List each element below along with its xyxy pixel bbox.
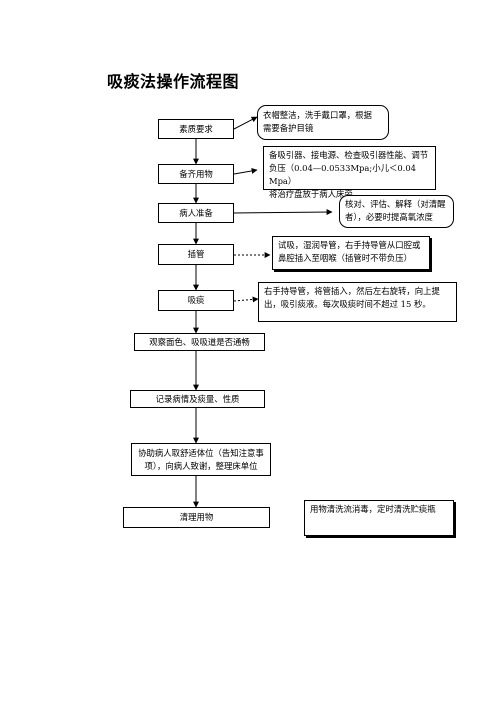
note-line-2: 负压（0.04—0.0533Mpa;小儿＜0.04 Mpa）	[269, 163, 416, 186]
side-arrow-5	[233, 296, 259, 303]
page-title: 吸痰法操作流程图	[107, 72, 240, 91]
note-line-2: 鼻腔插入至咽喉（插管时不带负压）	[278, 253, 412, 263]
step-record: 记录病情及痰量、性质	[130, 390, 265, 408]
step-label: 记录病情及痰量、性质	[155, 393, 240, 404]
step-label: 插管	[187, 249, 205, 259]
step-observe: 观察面色、吸吸道是否通畅	[134, 333, 265, 351]
step-label: 清理用物	[179, 512, 214, 522]
step-label: 病人准备	[179, 207, 213, 218]
step-suction: 吸痰	[158, 290, 234, 311]
note-patient-preparation: 核对、评估、解释（对清醒 者），必要时提高氧浓度	[339, 195, 454, 228]
step-label: 素质要求	[179, 123, 213, 134]
note-line-2: 者），必要时提高氧浓度	[345, 212, 433, 222]
side-arrow-1	[233, 116, 258, 130]
step-quality-requirements: 素质要求	[158, 119, 234, 139]
note-supplies: 备吸引器、接电源、检查吸引器性能、调节 负压（0.04—0.0533Mpa;小儿…	[263, 146, 436, 199]
note-quality: 衣帽整洁，洗手戴口罩，根据 需要备护目镜	[257, 105, 389, 140]
step-assist-patient: 协助病人取舒适体位（告知注意事 项），向病人致谢，整理床单位	[131, 443, 271, 476]
note-line-1: 用物清洗流消毒，定时清洗贮痰瓶	[310, 504, 436, 514]
note-line-3: 将治疗盘放于病人床旁	[269, 189, 353, 199]
step-patient-preparation: 病人准备	[158, 203, 234, 223]
note-line-2: 需要备护目镜	[263, 123, 314, 133]
step-prepare-supplies: 备齐用物	[158, 164, 234, 184]
note-line-1: 衣帽整洁，洗手戴口罩，根据	[263, 110, 372, 120]
note-suction: 右手持导管，将管插入，然后左右旋转，向上提 出，吸引痰液。每次吸痰时间不超过 1…	[258, 282, 457, 322]
step-label: 观察面色、吸吸道是否通畅	[149, 336, 250, 347]
step-clean-supplies: 清理用物	[123, 507, 270, 528]
step-label-line-1: 协助病人取舒适体位（告知注意事	[138, 447, 264, 458]
step-label-line-2: 项），向病人致谢，整理床单位	[144, 460, 258, 471]
note-line-1: 备吸引器、接电源、检查吸引器性能、调节	[269, 150, 429, 160]
step-label: 备齐用物	[179, 168, 213, 179]
note-line-1: 右手持导管，将管插入，然后左右旋转，向上提	[264, 286, 440, 296]
note-line-1: 核对、评估、解释（对清醒	[345, 199, 446, 209]
step-label: 吸痰	[187, 295, 205, 305]
side-arrow-3	[233, 209, 333, 216]
note-line-1: 试吸，湿润导管，右手持导管从口腔或	[278, 240, 421, 250]
note-line-2: 出，吸引痰液。每次吸痰时间不超过 15 秒。	[264, 299, 431, 309]
note-intubation: 试吸，湿润导管，右手持导管从口腔或 鼻腔插入至咽喉（插管时不带负压）	[272, 236, 430, 270]
side-arrow-2	[233, 167, 258, 175]
step-intubation: 插管	[158, 244, 234, 265]
note-clean-supplies: 用物清洗流消毒，定时清洗贮痰瓶	[304, 500, 454, 536]
